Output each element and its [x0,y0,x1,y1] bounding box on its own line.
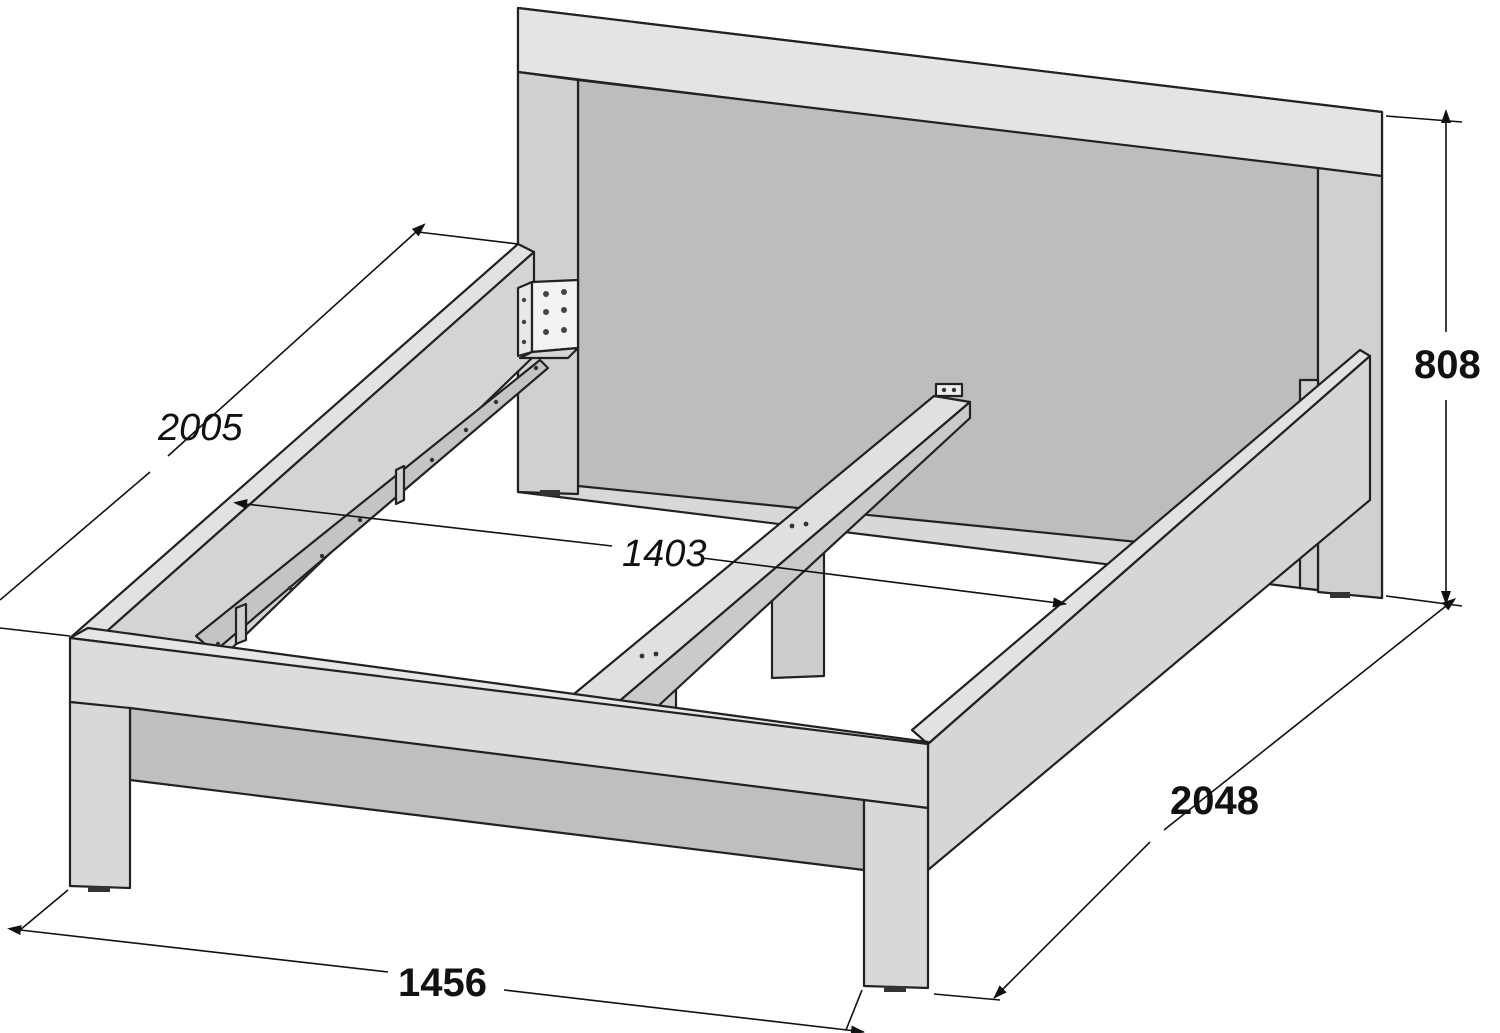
dimension-outer-length: 2048 [933,597,1457,1001]
dimension-height-label: 808 [1414,343,1481,387]
dimension-outer-length-label: 2048 [1170,779,1259,823]
dimension-inner-width-label: 1403 [622,533,707,575]
dimension-inner-width: 1403 [233,499,1067,608]
footboard-leg-left [68,700,132,890]
dimension-inner-length: 2005 [0,223,519,637]
footboard-foot-left [88,886,110,892]
dimension-outer-width: 1456 [7,889,865,1033]
dimension-inner-length-label: 2005 [157,407,243,449]
dimension-outer-width-label: 1456 [398,961,487,1005]
dimension-height: 808 [1385,109,1481,607]
footboard-foot-right [884,986,906,992]
footboard-leg-right [862,798,930,990]
side-rail-left [68,242,536,652]
headboard-foot-left [540,490,560,496]
side-rail-right [910,348,1372,872]
footboard [68,626,930,992]
center-beam [572,382,972,710]
headboard-foot-right [1330,592,1350,598]
corner-bracket [516,278,580,360]
